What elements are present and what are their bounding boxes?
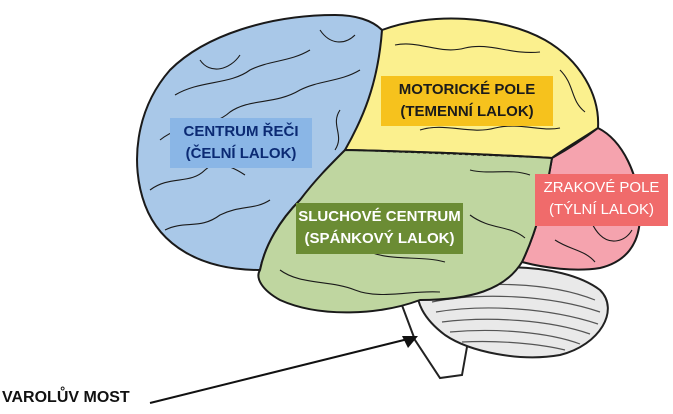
frontal-label-line1: CENTRUM ŘEČI: [170, 121, 312, 143]
occipital-label-line1: ZRAKOVÉ POLE: [535, 177, 668, 199]
pons-arrow-line: [150, 338, 412, 403]
parietal-label-line1: MOTORICKÉ POLE: [381, 79, 553, 101]
frontal-lobe-label: CENTRUM ŘEČI (ČELNÍ LALOK): [170, 118, 312, 168]
occipital-lobe-label: ZRAKOVÉ POLE (TÝLNÍ LALOK): [535, 174, 668, 226]
parietal-label-line2: (TEMENNÍ LALOK): [381, 101, 553, 123]
occipital-label-line2: (TÝLNÍ LALOK): [535, 199, 668, 221]
temporal-label-line1: SLUCHOVÉ CENTRUM: [296, 206, 463, 228]
temporal-lobe-label: SLUCHOVÉ CENTRUM (SPÁNKOVÝ LALOK): [296, 203, 463, 254]
frontal-label-line2: (ČELNÍ LALOK): [170, 143, 312, 165]
pons-label: VAROLŮV MOST: [0, 387, 140, 411]
temporal-label-line2: (SPÁNKOVÝ LALOK): [296, 228, 463, 250]
parietal-lobe-label: MOTORICKÉ POLE (TEMENNÍ LALOK): [381, 76, 553, 126]
